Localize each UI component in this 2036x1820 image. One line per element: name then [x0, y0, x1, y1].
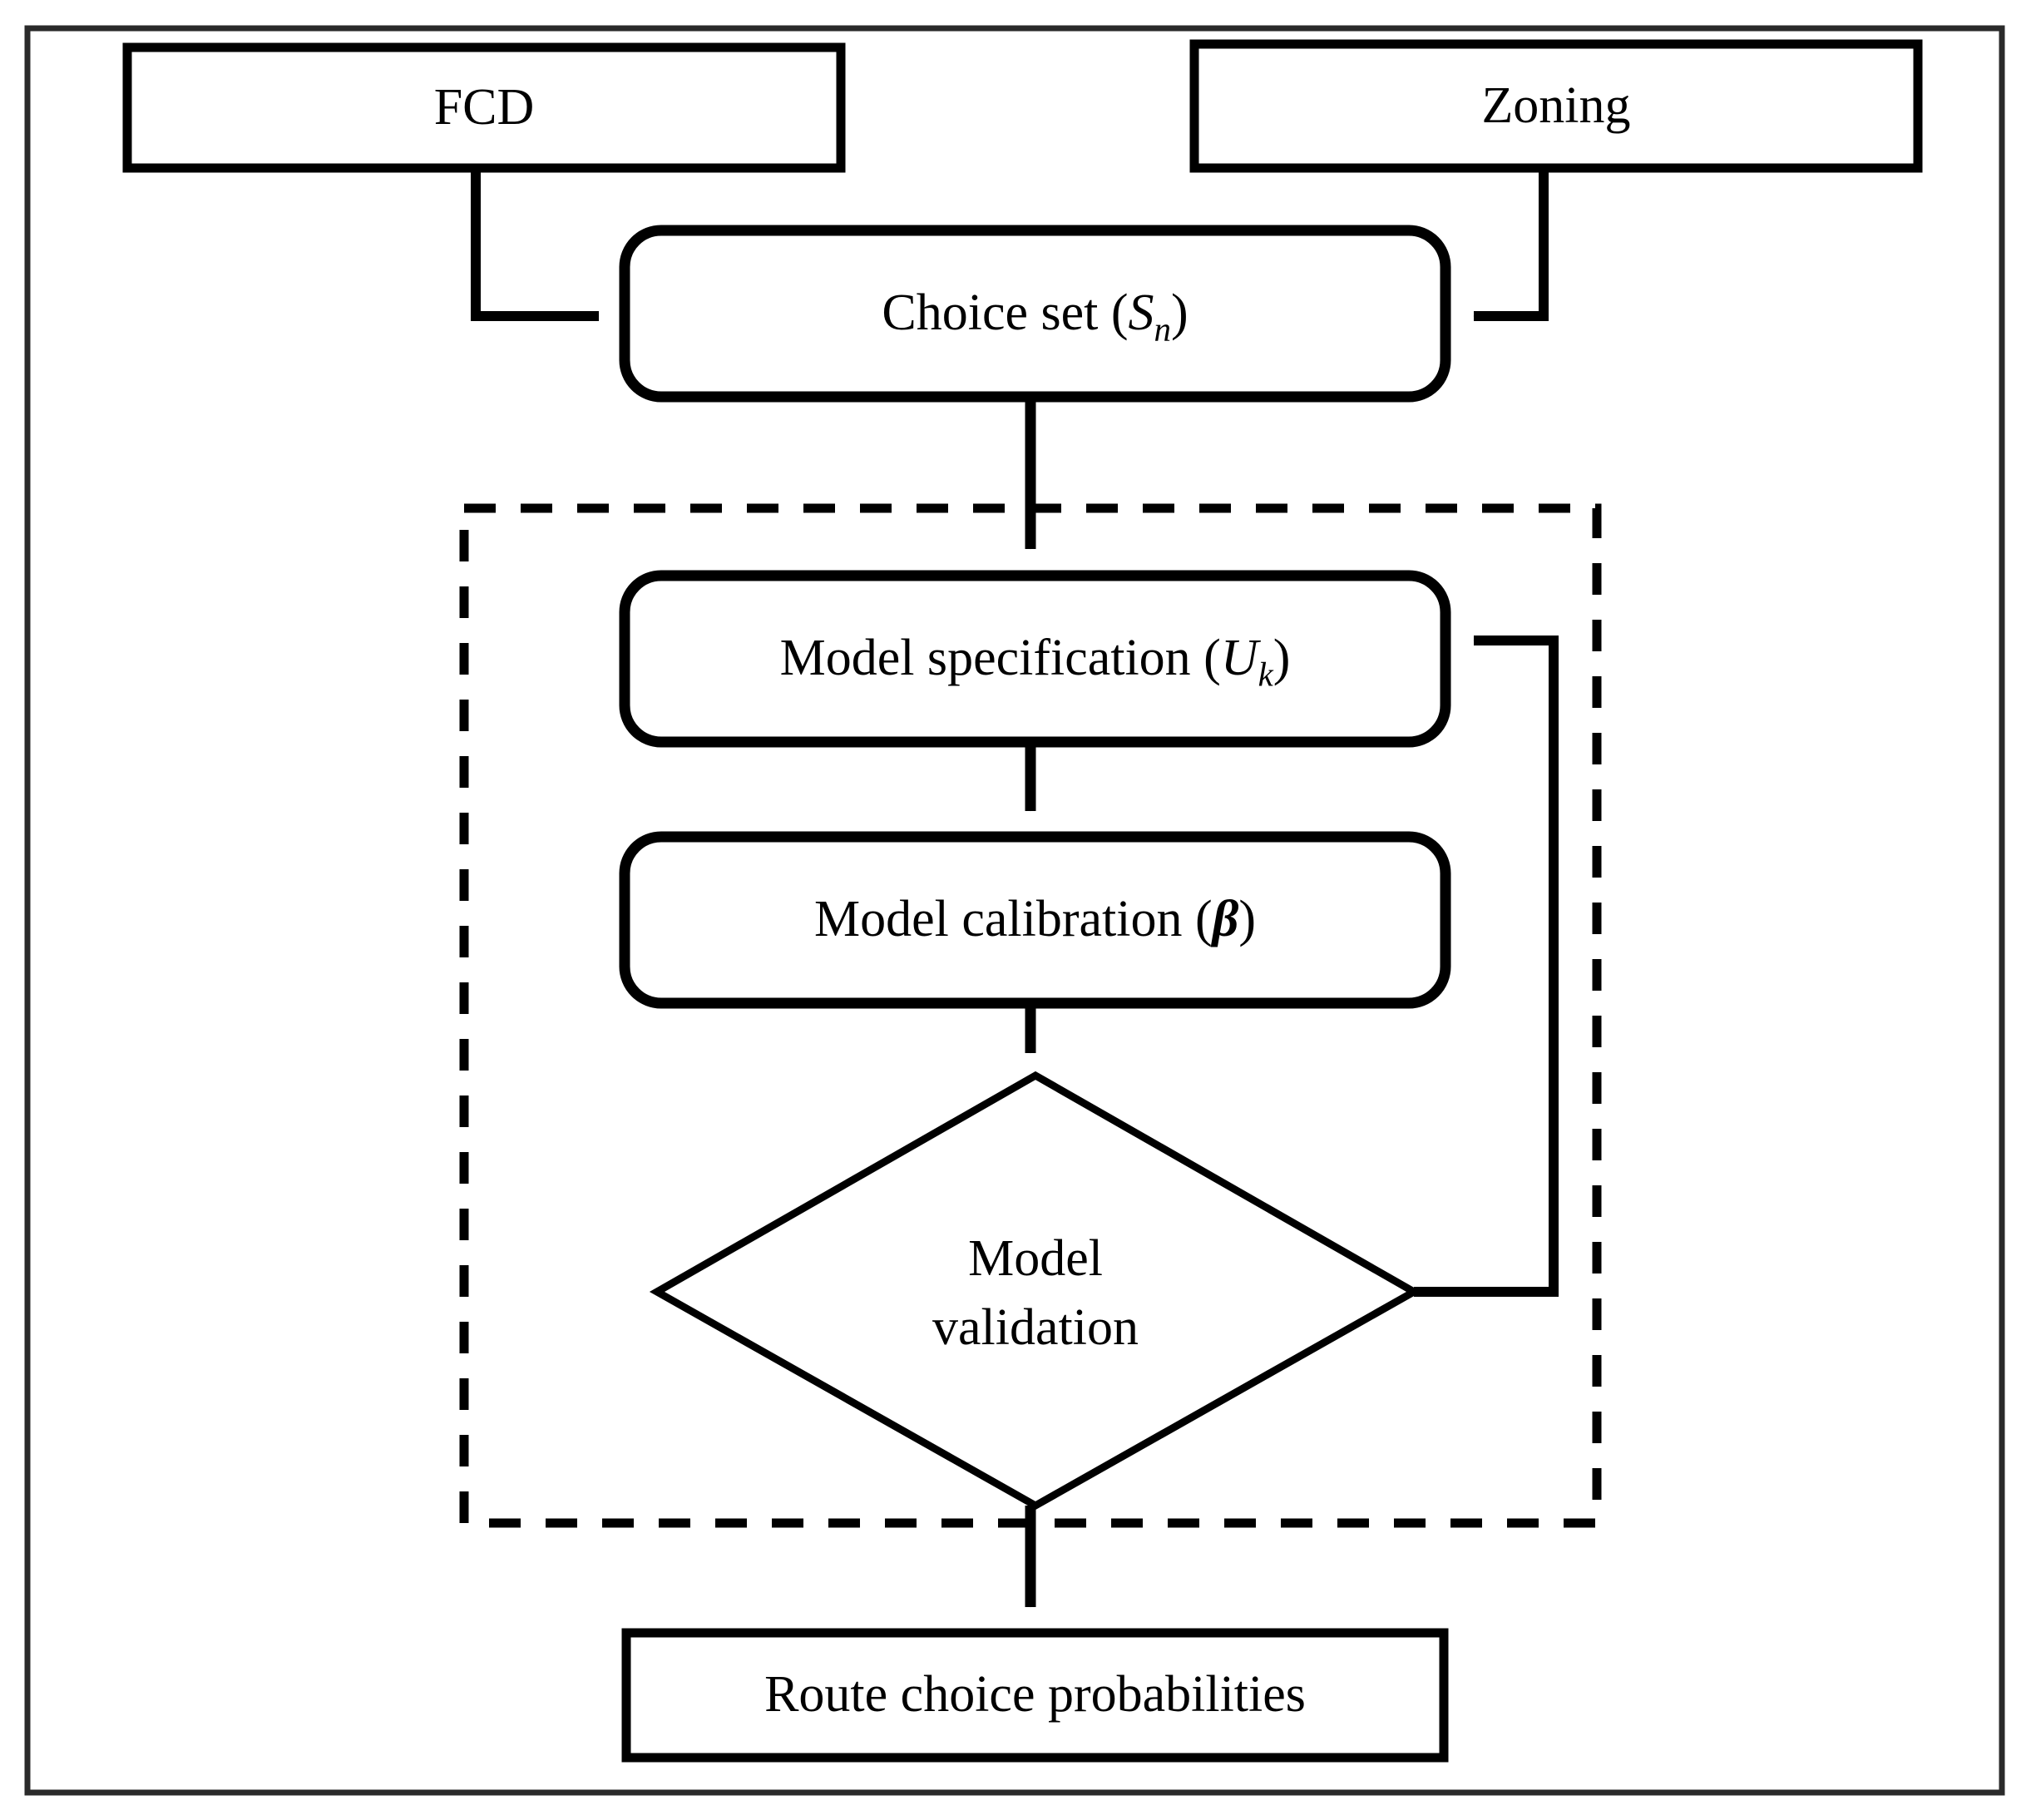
node-route-choice-probabilities-shape[interactable]: [621, 1628, 1449, 1763]
node-zoning-shape[interactable]: [1189, 39, 1923, 173]
edge-zoning-to-choice-set: [1473, 168, 1549, 321]
node-choice-set-shape[interactable]: [619, 225, 1451, 403]
node-model-specification-shape[interactable]: [619, 570, 1451, 748]
node-fcd-shape[interactable]: [122, 42, 846, 173]
edge-model-validation-feedback-to-model-specification: [1414, 636, 1559, 1297]
node-model-calibration-shape[interactable]: [619, 831, 1451, 1009]
edge-fcd-to-choice-set: [471, 168, 600, 321]
node-model-validation-shape[interactable]: [649, 1071, 1422, 1511]
outer-border: [24, 25, 2005, 1796]
